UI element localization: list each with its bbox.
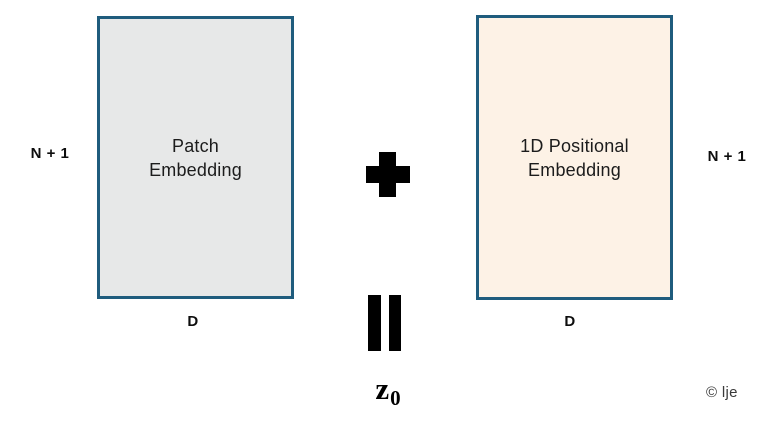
- rows-dimension-label-left: N + 1: [30, 145, 70, 162]
- patch-embedding-label-line1: Patch: [171, 135, 220, 156]
- positional-embedding-label-line2: Embedding: [528, 159, 621, 180]
- patch-embedding-label-line2: Embedding: [149, 159, 242, 180]
- positional-embedding-label: 1D Positional Embedding: [520, 134, 629, 182]
- patch-embedding-box: Patch Embedding: [97, 16, 294, 299]
- positional-embedding-box: 1D Positional Embedding: [476, 15, 673, 300]
- result-symbol-letter: z: [375, 371, 390, 406]
- patch-embedding-label: Patch Embedding: [149, 134, 242, 182]
- cols-dimension-label-left: D: [187, 313, 199, 330]
- equals-icon-left-bar: [368, 295, 381, 351]
- plus-icon: [366, 152, 410, 197]
- plus-icon-vertical-bar: [379, 152, 396, 197]
- equals-icon-right-bar: [388, 295, 401, 351]
- cols-dimension-label-right: D: [564, 313, 576, 330]
- positional-embedding-label-line1: 1D Positional: [520, 135, 629, 156]
- rows-dimension-label-right: N + 1: [707, 148, 747, 165]
- equals-icon: [368, 295, 401, 351]
- result-symbol: z0: [338, 371, 438, 409]
- credit-text: © lje: [706, 384, 738, 401]
- result-symbol-subscript: 0: [390, 386, 401, 410]
